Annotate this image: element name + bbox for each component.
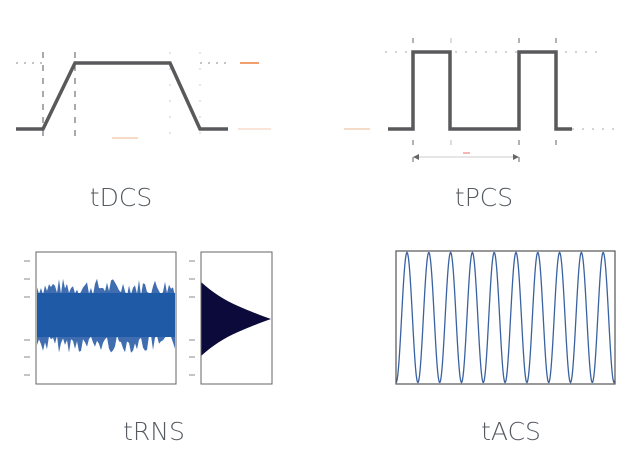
tdcs-waveform-panel <box>16 52 271 140</box>
trns-noise-plot-frame <box>35 251 177 385</box>
trns-panel <box>24 251 273 385</box>
trns-distribution-frame <box>200 251 273 385</box>
tpcs-waveform <box>388 50 572 131</box>
tacs-sine-waveform <box>395 251 616 384</box>
tpcs-pulse-markers <box>412 38 557 165</box>
tacs-label: tACS <box>481 417 541 446</box>
trns-distribution-curve <box>201 282 271 356</box>
trns-y-ticks <box>24 260 195 376</box>
tacs-panel <box>395 250 616 385</box>
tpcs-period-arrow-left <box>413 154 419 160</box>
tdcs-label: tDCS <box>89 183 153 212</box>
trns-noise-core <box>37 293 175 337</box>
tpcs-label: tPCS <box>454 183 514 212</box>
tdcs-waveform <box>16 61 228 131</box>
tpcs-waveform-panel <box>344 38 615 165</box>
trns-label: tRNS <box>123 417 185 446</box>
tacs-plot-frame <box>395 250 616 385</box>
tpcs-period-arrow-right <box>513 154 519 160</box>
